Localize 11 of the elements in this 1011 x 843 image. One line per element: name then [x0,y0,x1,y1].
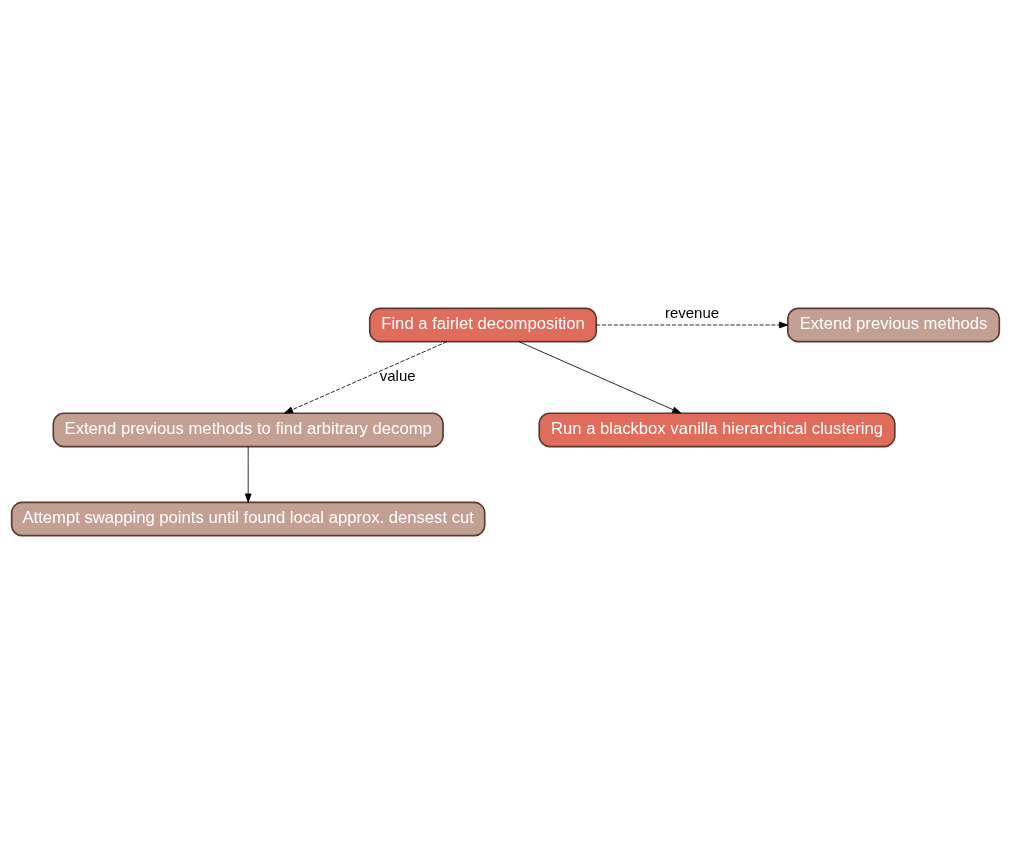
arrow [244,445,252,503]
node-box: Extend previous methods to find arbitrary decomp [52,411,444,447]
edge-label: revenue [664,303,720,321]
arrow [595,321,789,328]
edge-label: value [379,366,416,384]
arrow [284,340,448,414]
node-box: Run a blackbox vanilla hierarchical clustering [538,411,896,447]
arrow [518,340,682,414]
node-box: Extend previous methods [786,307,1001,342]
node-box: Attempt swapping points until found local approx. densest cut [10,501,486,536]
node-box: Find a fairlet decomposition [368,307,598,342]
